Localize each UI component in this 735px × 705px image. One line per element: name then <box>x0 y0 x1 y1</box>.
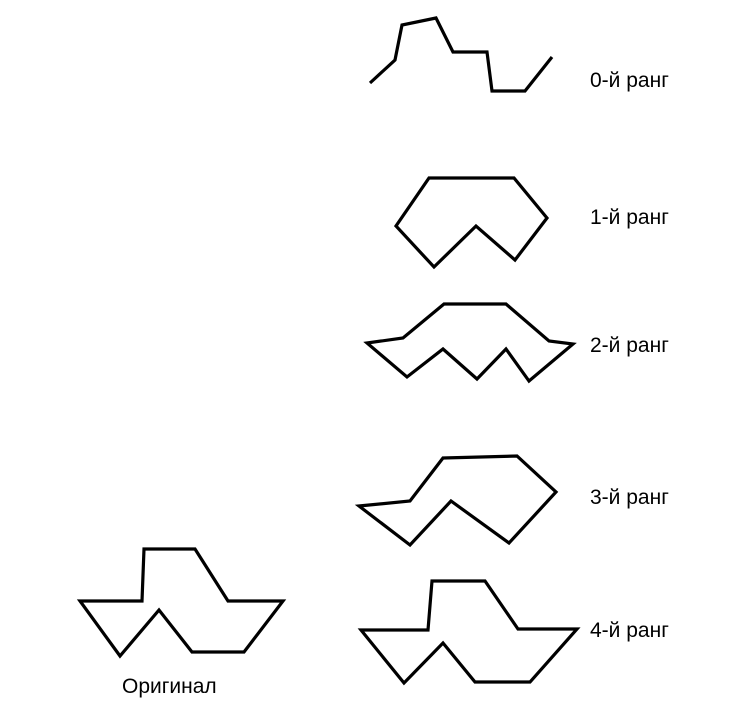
rank-4-shape <box>357 579 581 686</box>
rank-0-label: 0-й ранг <box>590 69 669 92</box>
rank-4-label: 4-й ранг <box>590 619 669 642</box>
rank-2-label: 2-й ранг <box>590 334 669 357</box>
original-label: Оригинал <box>122 675 217 698</box>
rank-1-shape <box>393 176 550 270</box>
original-shape <box>76 547 287 659</box>
rank-2-shape <box>363 302 577 384</box>
rank-3-label: 3-й ранг <box>590 486 669 509</box>
rank-0-shape <box>368 16 554 93</box>
rank-3-shape <box>354 454 559 548</box>
rank-1-label: 1-й ранг <box>590 206 669 229</box>
